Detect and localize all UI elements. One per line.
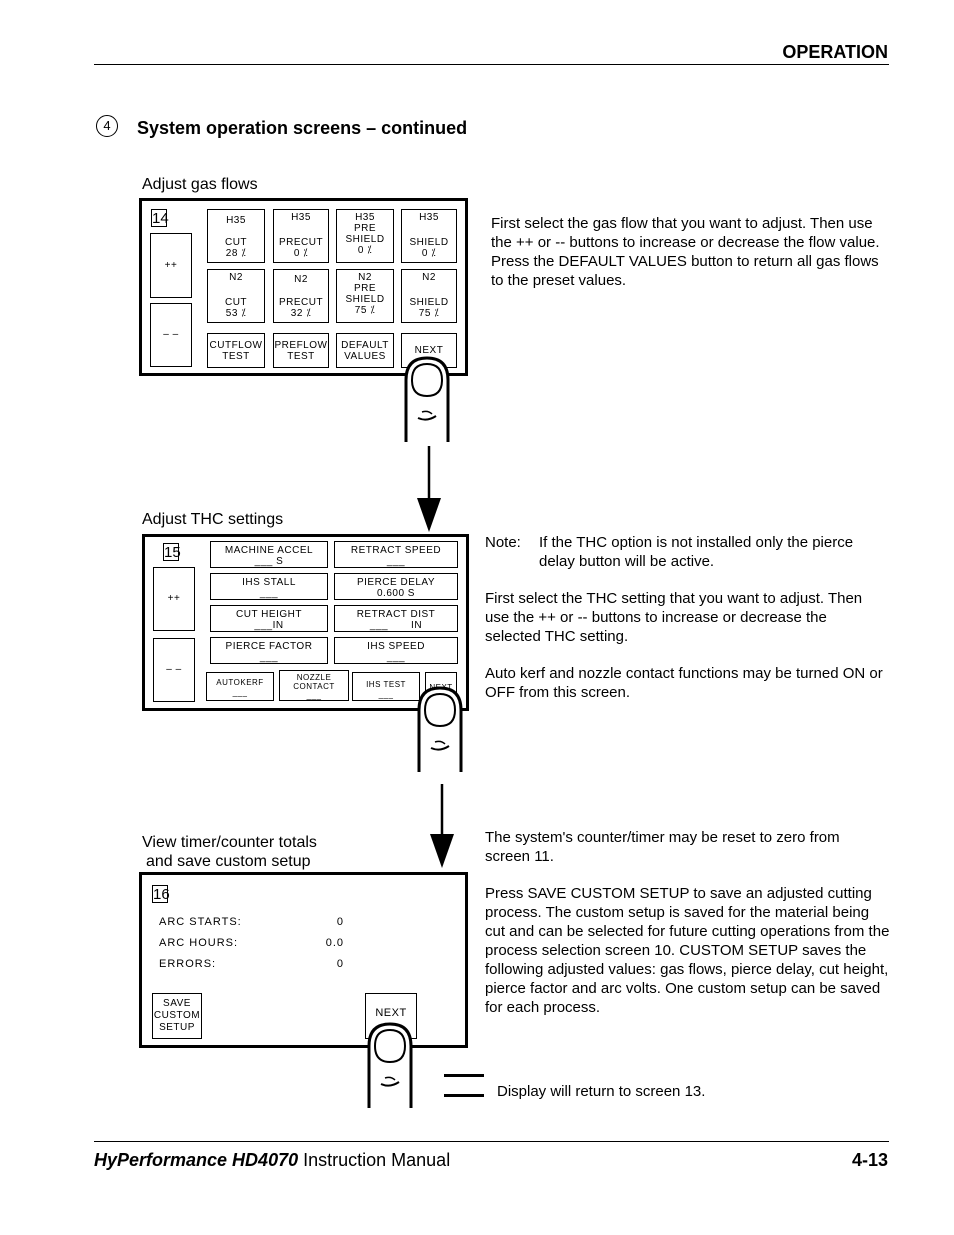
arc-hours-value: 0.0: [325, 937, 344, 949]
gas-button-h35-precut[interactable]: H35 PRECUT 0 ⁒: [273, 209, 329, 263]
footer-manual-title: HyPerformance HD4070 Instruction Manual: [94, 1150, 451, 1170]
gas-button-n2-shield[interactable]: N2 SHIELD 75 ⁒: [401, 269, 457, 323]
screen16-caption-line2: and save custom setup: [146, 853, 311, 870]
decrease-button[interactable]: – –: [153, 638, 195, 702]
screen16-caption-line1: View timer/counter totals: [142, 834, 317, 851]
note-text: If the THC option is not installed only …: [539, 534, 854, 570]
gas-button-n2-cut[interactable]: N2 CUT 53 ⁒: [207, 269, 265, 323]
percent-icon: ⁒: [431, 248, 437, 259]
autokerf-button[interactable]: AUTOKERF___: [206, 672, 274, 701]
arc-starts-label: ARC STARTS:: [159, 916, 242, 928]
ihs-stall-button[interactable]: IHS STALL___: [210, 573, 328, 600]
percent-icon: ⁒: [367, 245, 373, 256]
header-rule: [94, 64, 889, 65]
arc-starts-value: 0: [336, 916, 344, 928]
return-note: Display will return to screen 13.: [497, 1083, 706, 1100]
screen14-caption: Adjust gas flows: [142, 176, 258, 193]
gas-button-h35-preshield[interactable]: H35 PRE SHIELD 0 ⁒: [336, 209, 394, 263]
arc-hours-label: ARC HOURS:: [159, 937, 239, 949]
screen15-description: First select the THC setting that you wa…: [485, 590, 863, 645]
gas-button-n2-preshield[interactable]: N2 PRE SHIELD 75 ⁒: [336, 269, 394, 323]
percent-icon: ⁒: [303, 248, 309, 259]
section-header-title: OPERATION: [782, 42, 888, 62]
retract-speed-button[interactable]: RETRACT SPEED___: [334, 541, 458, 568]
screen14-panel: 14 ++ – – H35 CUT 28 ⁒ H35 PRECUT 0 ⁒ H3…: [139, 198, 468, 376]
screen16-counter-note: The system's counter/timer may be reset …: [485, 829, 840, 865]
errors-label: ERRORS:: [159, 958, 217, 970]
percent-icon: ⁒: [370, 305, 376, 316]
screen14-number: 14: [151, 209, 169, 227]
ihs-test-button[interactable]: IHS TEST___: [352, 672, 420, 701]
percent-icon: ⁒: [306, 308, 312, 319]
retract-dist-button[interactable]: RETRACT DIST___ IN: [334, 605, 458, 632]
screen15-number: 15: [163, 543, 181, 561]
screen15-caption: Adjust THC settings: [142, 511, 284, 528]
gas-button-h35-cut[interactable]: H35 CUT 28 ⁒: [207, 209, 265, 263]
cut-height-button[interactable]: CUT HEIGHT___IN: [210, 605, 328, 632]
machine-accel-button[interactable]: MACHINE ACCEL___ S: [210, 541, 328, 568]
footer-rule: [94, 1141, 889, 1142]
ihs-speed-button[interactable]: IHS SPEED___: [334, 637, 458, 664]
screen14-description: First select the gas flow that you want …: [491, 215, 880, 289]
percent-icon: ⁒: [241, 248, 247, 259]
screen15-panel: 15 ++ – – MACHINE ACCEL___ S IHS STALL__…: [142, 534, 469, 711]
screen16-number: 16: [152, 885, 170, 903]
down-arrow-icon: [430, 784, 454, 868]
percent-icon: ⁒: [241, 308, 247, 319]
increase-button[interactable]: ++: [153, 567, 195, 631]
section-title: System operation screens – continued: [137, 118, 468, 138]
increase-button[interactable]: ++: [150, 233, 192, 298]
pierce-factor-button[interactable]: PIERCE FACTOR___: [210, 637, 328, 664]
pointing-finger-icon: [404, 356, 450, 442]
screen15-autokerf-note: Auto kerf and nozzle contact functions m…: [485, 665, 883, 701]
screen16-panel: 16 ARC STARTS: 0 ARC HOURS: 0.0 ERRORS: …: [139, 872, 468, 1048]
note-label: Note:: [485, 534, 521, 551]
gas-button-h35-shield[interactable]: H35 SHIELD 0 ⁒: [401, 209, 457, 263]
step-number-circle: 4: [96, 115, 118, 137]
errors-value: 0: [336, 958, 344, 970]
return-screen-icon: [444, 1074, 484, 1097]
page-number: 4-13: [851, 1150, 888, 1170]
pointing-finger-icon: [417, 686, 463, 772]
decrease-button[interactable]: – –: [150, 303, 192, 367]
screen16-description: Press SAVE CUSTOM SETUP to save an adjus…: [485, 885, 890, 1016]
percent-icon: ⁒: [434, 308, 440, 319]
down-arrow-icon: [417, 446, 441, 532]
pointing-finger-icon: [367, 1022, 413, 1108]
gas-button-n2-precut[interactable]: N2 PRECUT 32 ⁒: [273, 269, 329, 323]
